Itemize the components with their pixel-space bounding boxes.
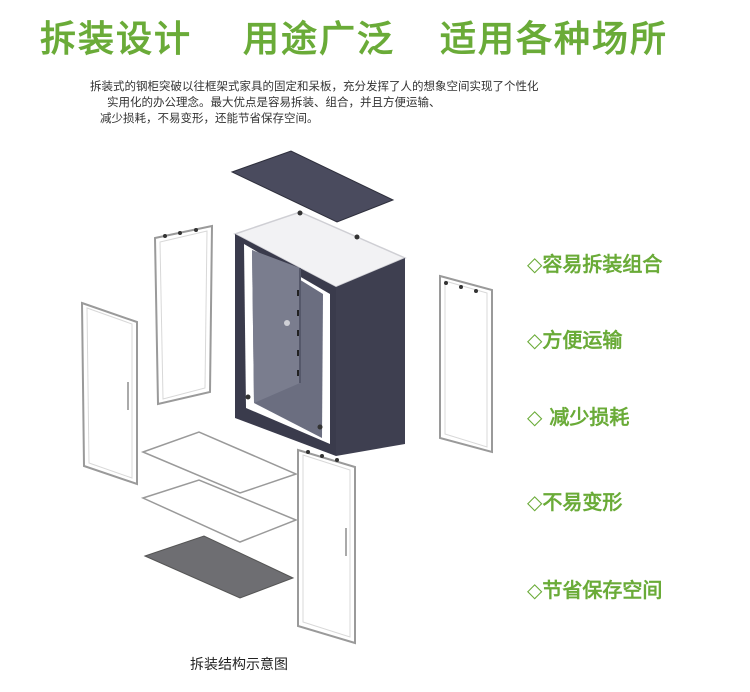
feature-no-deformation: ◇不易变形 (527, 490, 623, 514)
shelf-lower (140, 479, 299, 543)
diagram-caption: 拆装结构示意图 (190, 657, 288, 673)
intro-line: 减少损耗，不易变形，还能节省保存空间。 (100, 111, 319, 125)
top-panel (230, 150, 395, 223)
left-side-panel-upper (153, 224, 214, 406)
feature-easy-assembly: ◇容易拆装组合 (527, 252, 663, 276)
left-door-panel (80, 301, 138, 486)
headline-part-design: 拆装设计 (40, 19, 193, 60)
headline-part-places: 适用各种场所 (440, 19, 669, 60)
shelf-upper (140, 431, 299, 494)
intro-paragraph: 拆装式的钢柜突破以往框架式家具的固定和呆板，充分发挥了人的想象空间实现了个性化 … (70, 78, 690, 126)
headline: 拆装设计 用途广泛 适用各种场所 (0, 10, 750, 60)
bottom-panel (143, 535, 295, 599)
headline-part-uses: 用途广泛 (243, 19, 396, 60)
feature-less-loss: ◇ 减少损耗 (527, 405, 630, 429)
feature-save-space: ◇节省保存空间 (527, 578, 663, 602)
right-side-panel (439, 274, 493, 454)
intro-line: 拆装式的钢柜突破以往框架式家具的固定和呆板，充分发挥了人的想象空间实现了个性化 (90, 79, 539, 93)
feature-easy-transport: ◇方便运输 (527, 328, 623, 352)
cabinet-body (233, 210, 407, 456)
right-door-panel (297, 448, 356, 645)
intro-line: 实用化的办公理念。最大优点是容易拆装、组合，并且方便运输、 (107, 95, 441, 109)
